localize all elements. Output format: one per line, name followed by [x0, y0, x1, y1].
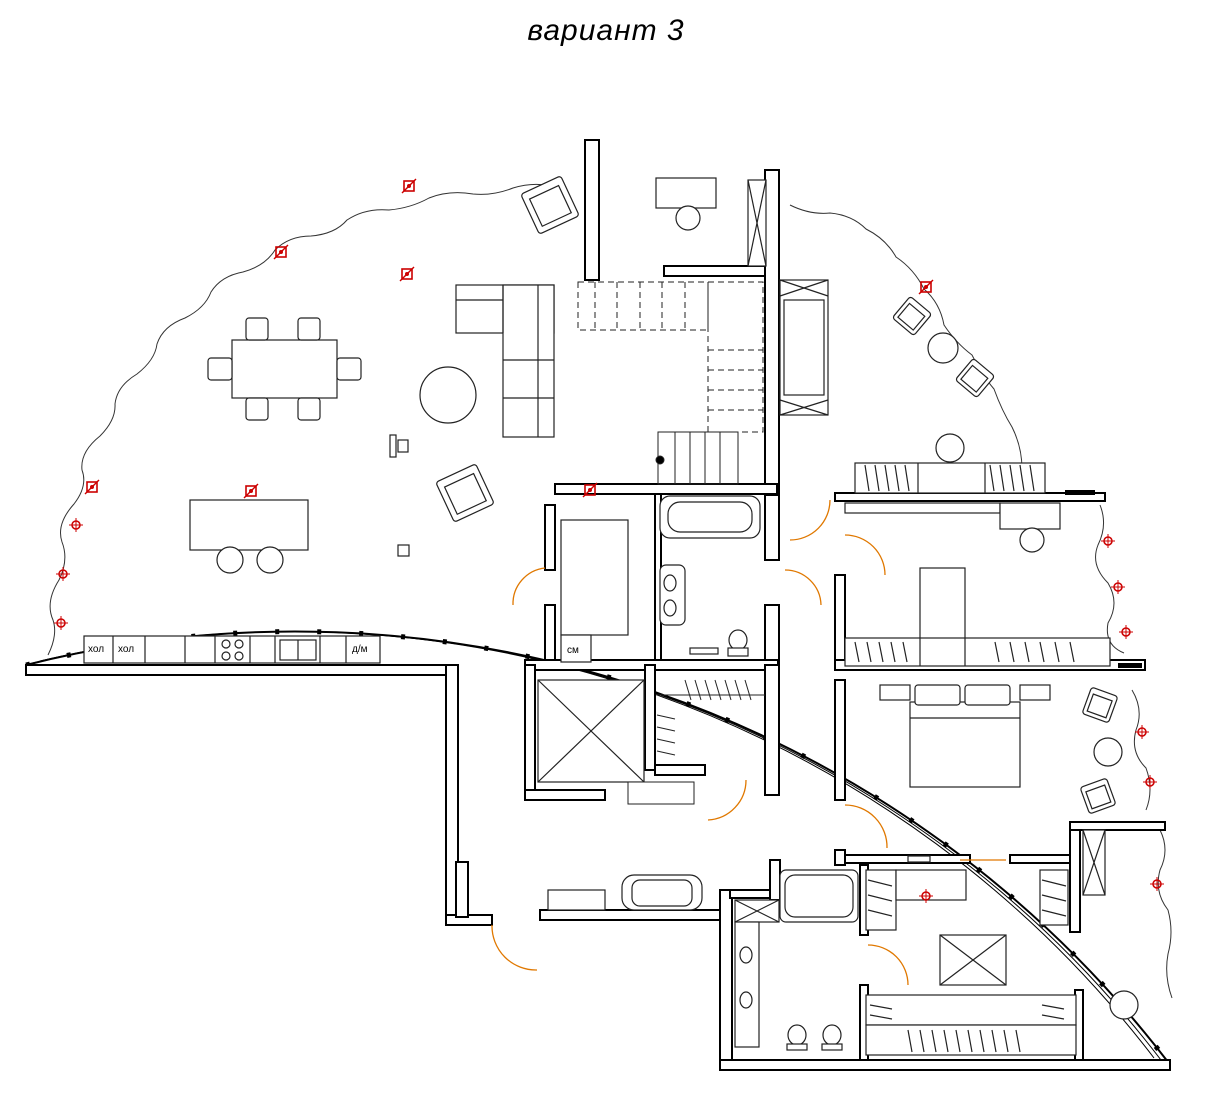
dining-table [231, 339, 338, 399]
bedroom-1-window-walls [1065, 490, 1142, 668]
staircase-lower [655, 431, 739, 485]
curtains [47, 183, 1173, 999]
laundry-room [560, 519, 629, 663]
double-bed [909, 701, 1021, 788]
dishwasher-label: д/м [352, 644, 368, 655]
fridge-label-1: хол [88, 644, 104, 655]
washer-label: см [567, 645, 579, 656]
staircase [577, 281, 764, 433]
living-furniture [83, 176, 579, 664]
bedroom-1 [844, 462, 1111, 667]
entrance-furniture [547, 874, 703, 911]
exterior-walls [25, 664, 1171, 1071]
door-swings [491, 499, 1006, 986]
corridor-wardrobe [779, 279, 829, 416]
fridge-label-2: хол [118, 644, 134, 655]
kitchen-island [189, 499, 309, 551]
bottom-suite [734, 829, 1139, 1056]
kitchen-counter [83, 635, 381, 664]
study-furniture [655, 177, 767, 267]
coffee-table [419, 366, 477, 424]
plan-title: вариант 3 [527, 14, 685, 47]
lounge-furniture [892, 296, 995, 463]
central-bathroom [659, 495, 761, 657]
master-bedroom [879, 684, 1123, 814]
hall-closet [627, 679, 765, 805]
elevator-shaft [537, 679, 645, 783]
